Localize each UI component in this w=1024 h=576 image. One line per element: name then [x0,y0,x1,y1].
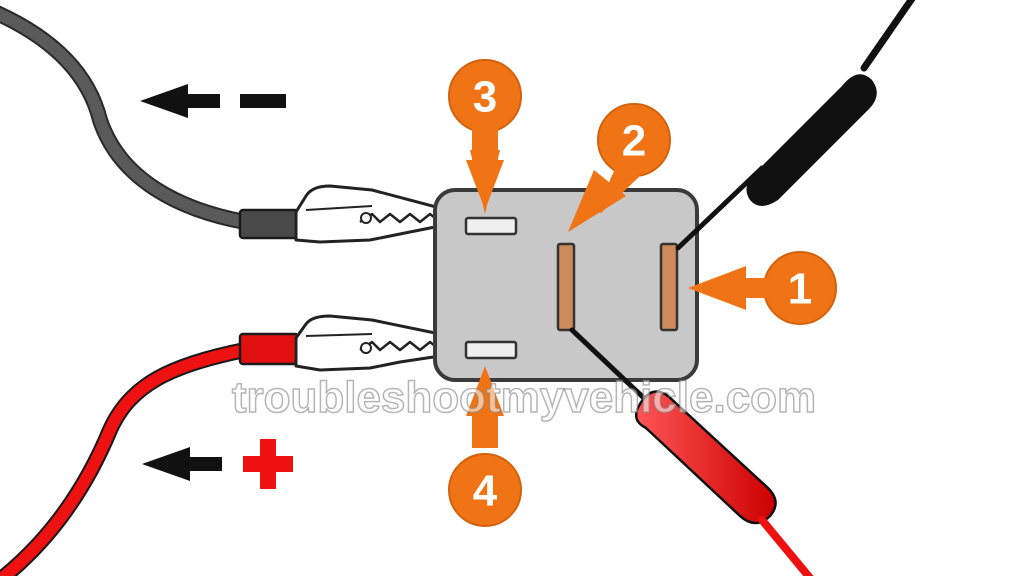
negative-wire-boot [238,208,300,240]
terminal-4-pin [464,340,518,360]
terminal-1-label: 1 [788,265,812,314]
terminal-3-pin [464,216,518,236]
positive-direction-arrow [142,447,222,481]
terminal-4-callout: 4 [448,366,522,527]
terminal-2-label: 2 [622,117,646,166]
negative-sign [240,94,286,108]
positive-sign [243,439,293,489]
terminal-2-callout: 2 [568,103,671,232]
positive-wire-boot [238,332,300,366]
terminal-4-label: 4 [473,467,498,516]
terminal-1-callout: 1 [688,251,837,325]
terminal-2-pin [556,242,576,332]
arrow-left-icon [140,84,188,118]
red-probe [569,327,814,576]
terminal-3-label: 3 [473,73,497,122]
arrow-left-icon [142,447,190,481]
negative-direction-arrow [140,84,220,118]
watermark-text: troubleshootmyvehicle.com [232,373,816,422]
terminal-1-pin [659,242,679,332]
terminal-3-callout: 3 [448,59,522,214]
black-probe [675,0,916,251]
